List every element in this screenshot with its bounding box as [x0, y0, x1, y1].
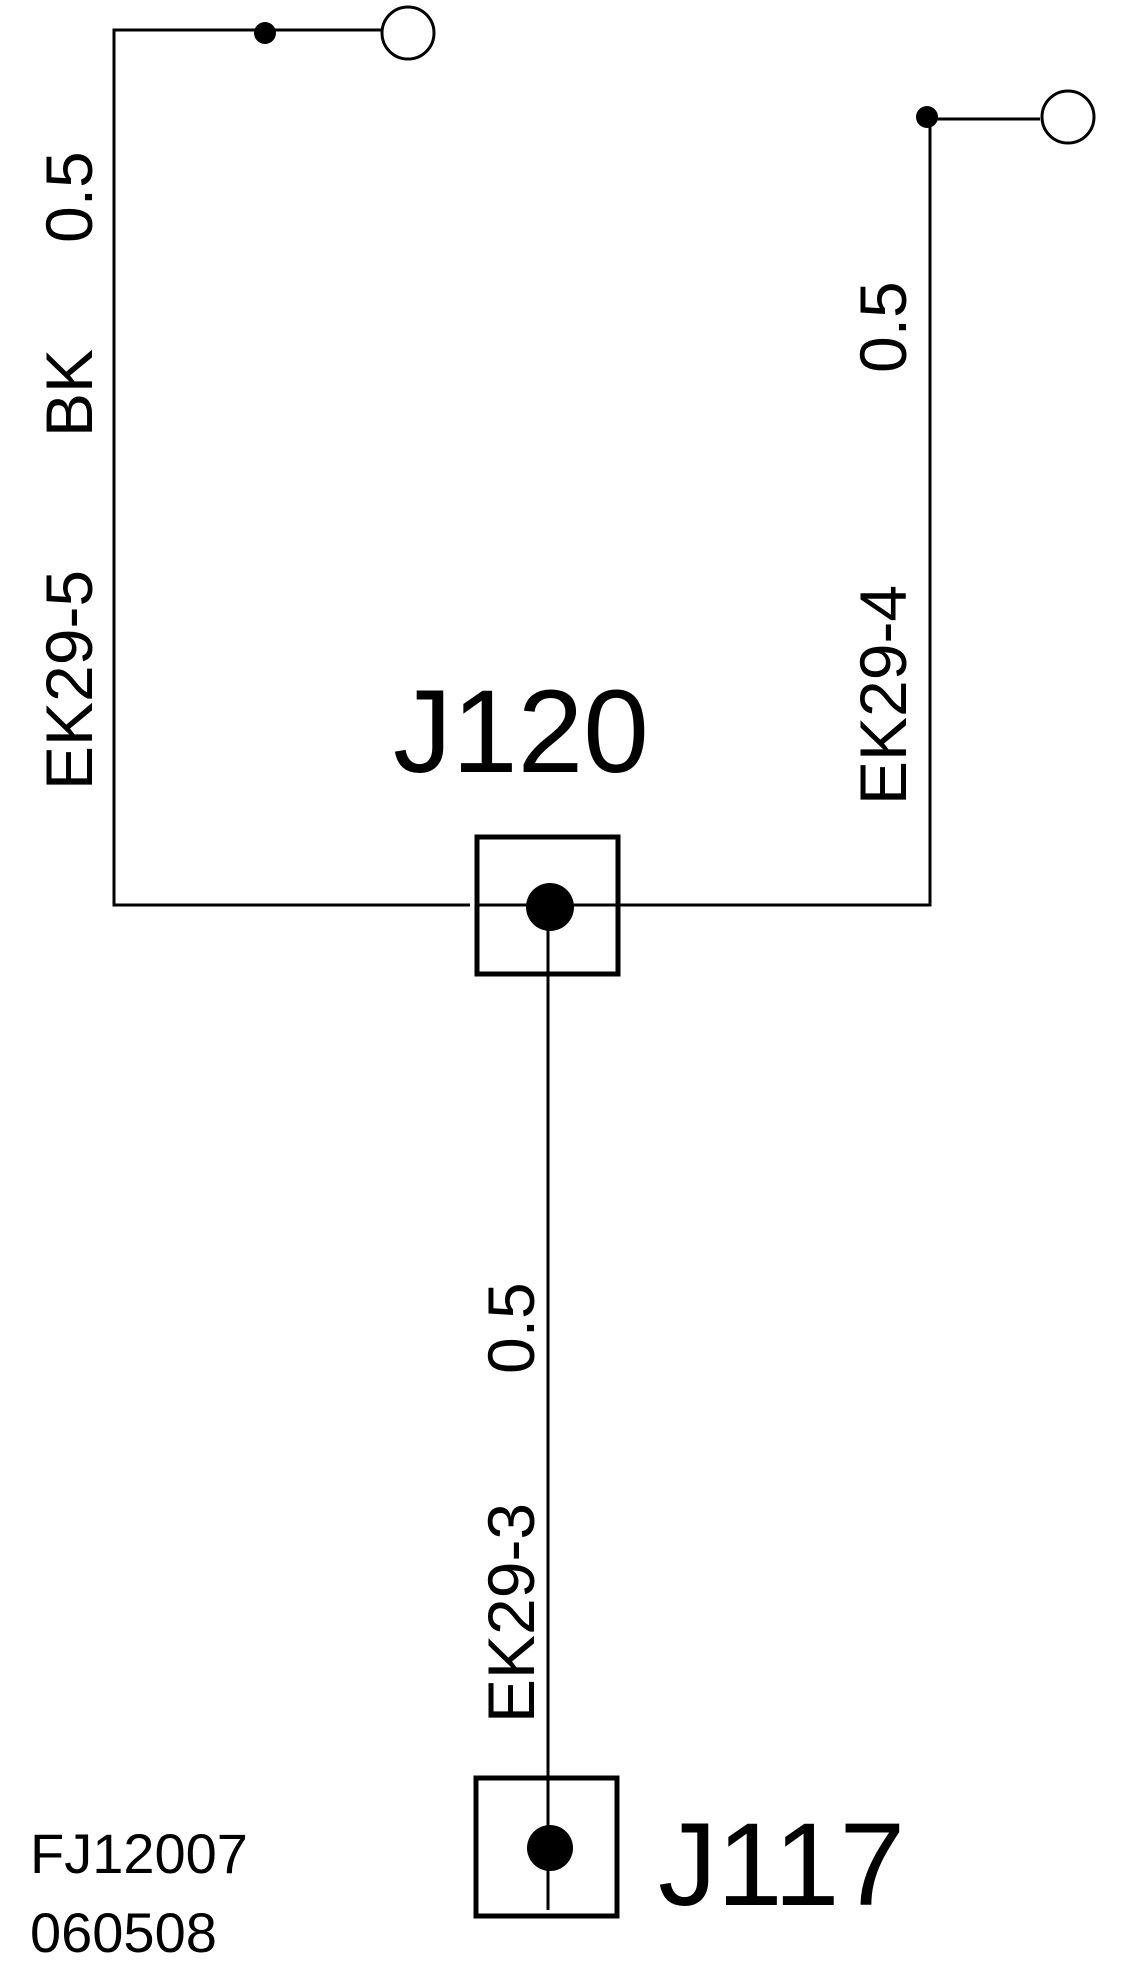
drawing-code-line-1: FJ12007	[30, 1822, 248, 1885]
connector-j117-label: J117	[658, 1799, 905, 1931]
right-splice-dot	[916, 106, 938, 128]
wire-ek29-5-gauge: 0.5	[32, 151, 106, 243]
connector-j120	[474, 834, 621, 977]
connector-j117-box	[473, 1775, 620, 1919]
drawing-code-line-2: 060508	[30, 1901, 217, 1964]
wire-ek29-5-color: BK	[32, 349, 106, 437]
wire-ek29-5	[112, 28, 470, 907]
wire-ek29-4-id: EK29-4	[846, 585, 920, 805]
left-terminal-ring	[380, 5, 436, 61]
wire-ek29-4	[615, 117, 1040, 907]
wire-ek29-4-gauge: 0.5	[846, 281, 920, 373]
wire-ek29-3-gauge: 0.5	[474, 1282, 548, 1374]
connector-j117	[473, 1775, 620, 1919]
right-terminal-ring	[1040, 89, 1096, 145]
left-splice-dot	[254, 22, 276, 44]
connector-j117-pin	[527, 1825, 573, 1871]
wire-ek29-3-id: EK29-3	[474, 1503, 548, 1723]
connector-j120-pin	[526, 883, 574, 931]
wire-ek29-5-id: EK29-5	[32, 570, 106, 790]
connector-j120-label: J120	[393, 666, 649, 798]
